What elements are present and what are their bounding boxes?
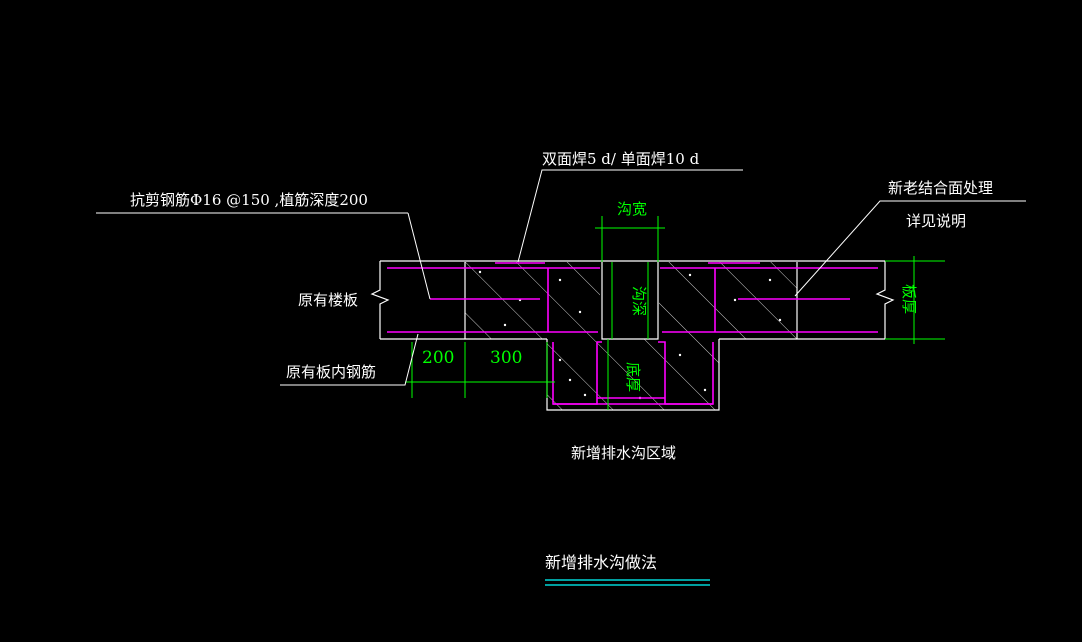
dim-slab-thickness: 板厚 — [900, 284, 918, 314]
leader-existing-rebar — [280, 333, 419, 386]
dim-bottom-thickness: 底厚 — [624, 362, 642, 392]
leader-interface — [794, 200, 1026, 297]
rebar — [387, 262, 878, 405]
right-break-mark — [875, 261, 895, 339]
dim-300: 300 — [490, 348, 522, 368]
label-weld: 双面焊5 d/ 单面焊10 d — [542, 150, 700, 168]
label-shear-rebar: 抗剪钢筋Φ16 @150 ,植筋深度200 — [130, 191, 368, 209]
leader-weld — [517, 169, 743, 263]
label-interface-line1: 新老结合面处理 — [888, 179, 993, 197]
text-labels: 双面焊5 d/ 单面焊10 d 抗剪钢筋Φ16 @150 ,植筋深度200 新老… — [130, 150, 993, 572]
dim-trench-width: 沟宽 — [617, 200, 647, 218]
label-interface-line2: 详见说明 — [906, 212, 966, 230]
drawing-title: 新增排水沟做法 — [545, 553, 657, 572]
leader-shear-rebar — [407, 212, 431, 300]
label-existing-rebar: 原有板内钢筋 — [286, 363, 376, 381]
left-break-mark — [370, 261, 390, 339]
dimension-lines — [405, 216, 945, 410]
title-underline — [545, 579, 710, 586]
label-trench-area: 新增排水沟区域 — [571, 444, 676, 462]
dim-200: 200 — [422, 348, 454, 368]
leader-lines — [96, 169, 1026, 386]
label-existing-slab: 原有楼板 — [298, 291, 358, 309]
dim-trench-depth: 沟深 — [630, 286, 648, 316]
